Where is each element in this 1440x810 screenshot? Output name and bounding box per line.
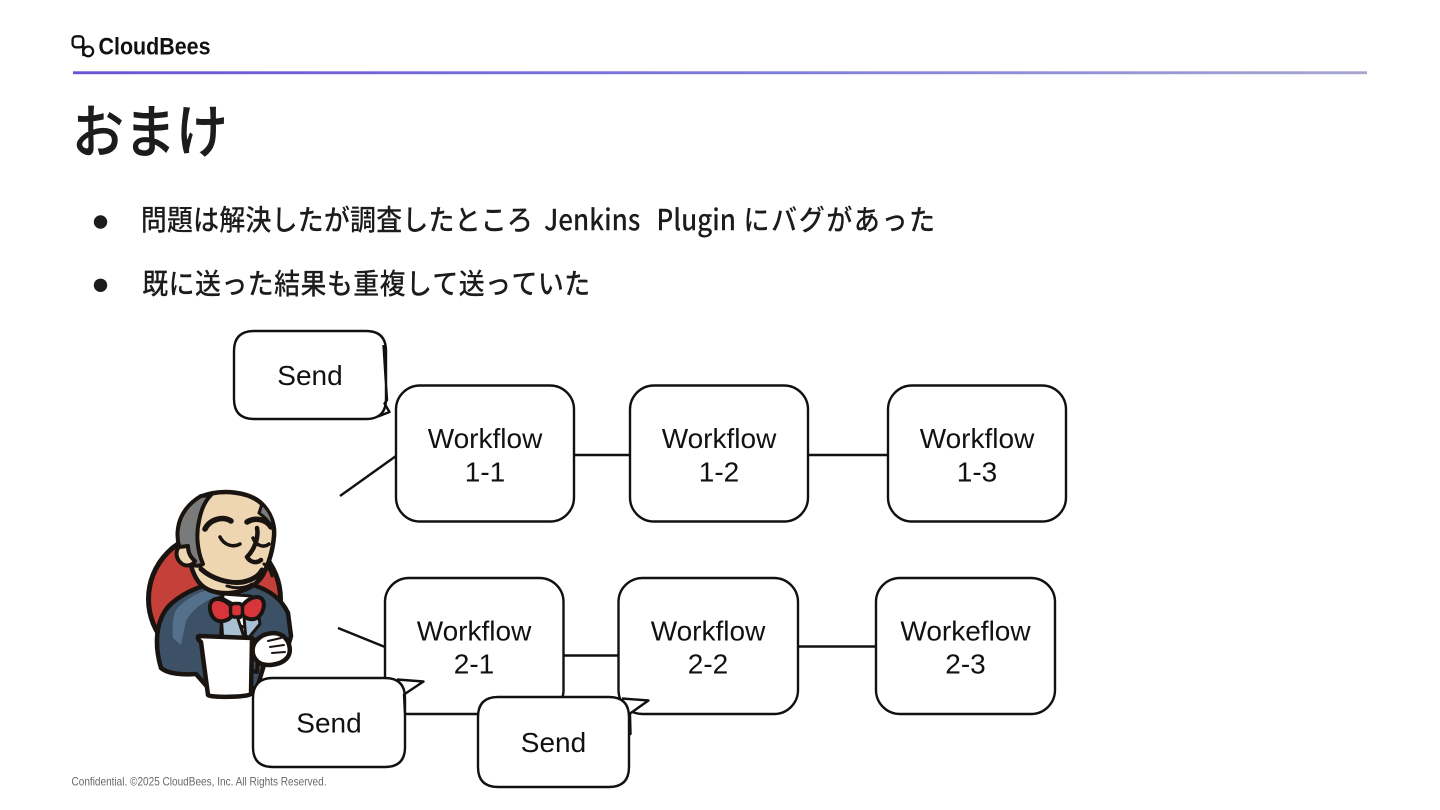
svg-text:Send: Send — [277, 360, 342, 391]
svg-text:Confidential. ©2025 CloudBees,: Confidential. ©2025 CloudBees, Inc. All … — [72, 775, 327, 789]
svg-text:1-1: 1-1 — [465, 457, 505, 488]
svg-text:2-2: 2-2 — [688, 649, 728, 680]
svg-text:Send: Send — [296, 708, 361, 739]
svg-text:1-3: 1-3 — [957, 457, 997, 488]
svg-text:Workflow: Workflow — [662, 423, 777, 454]
svg-text:2-1: 2-1 — [454, 649, 494, 680]
svg-text:Send: Send — [521, 727, 586, 758]
svg-text:Workflow: Workflow — [417, 616, 532, 647]
svg-text:1-2: 1-2 — [699, 457, 739, 488]
svg-text:Workeflow: Workeflow — [900, 616, 1031, 647]
svg-text:Workflow: Workflow — [428, 423, 543, 454]
svg-text:CloudBees: CloudBees — [99, 34, 211, 61]
svg-text:2-3: 2-3 — [945, 649, 985, 680]
svg-text:Workflow: Workflow — [651, 616, 766, 647]
svg-text:Workflow: Workflow — [920, 423, 1035, 454]
